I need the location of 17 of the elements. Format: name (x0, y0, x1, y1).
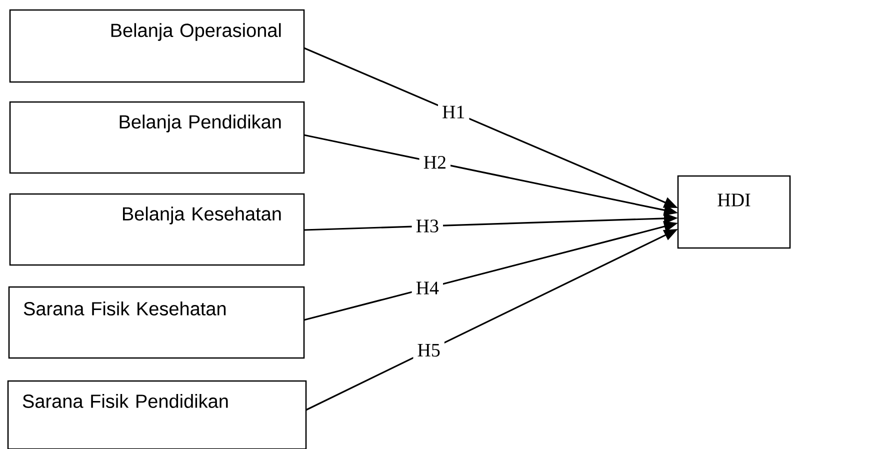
variable-box (9, 193, 305, 266)
variable-box (8, 286, 305, 359)
box-label: Sarana Fisik Pendidikan (22, 394, 228, 408)
edge-label: H1 (438, 102, 470, 122)
variable-box (9, 101, 305, 174)
box-label: HDI (718, 194, 750, 206)
box-label: Belanja Kesehatan (123, 206, 281, 224)
variable-box (9, 9, 305, 83)
edge-label: H5 (413, 340, 444, 361)
edge-label: H2 (419, 152, 451, 173)
outcome-box (677, 175, 791, 249)
variable-box (7, 380, 307, 449)
box-label: Sarana Fisik Kesehatan (24, 302, 226, 316)
edge-label: H4 (412, 278, 444, 298)
box-label: Belanja Operasional (111, 23, 281, 41)
edge-label: H3 (412, 216, 444, 236)
box-label: Belanja Pendidikan (120, 114, 281, 132)
